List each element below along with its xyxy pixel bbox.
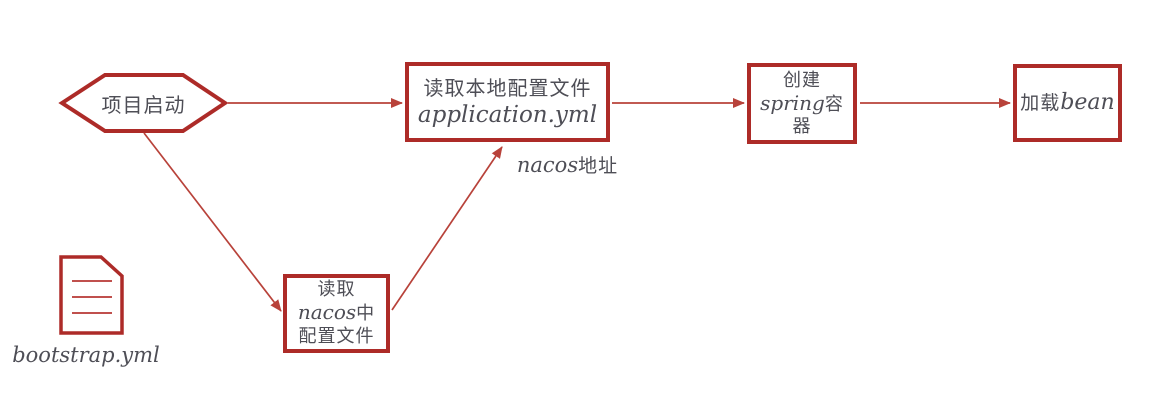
start-node-label: 项目启动 [101,93,186,117]
nacos-note-cjk: 地址 [578,155,619,177]
bootstrap-yml-filename: bootstrap.yml [12,342,160,367]
read-nacos-line1: 读取 [317,278,356,300]
nacos-note-latin: nacos [516,152,579,177]
create-spring-line2: spring容 [760,92,844,116]
document-icon-outline [59,255,124,335]
load-bean-cjk: 加载 [1020,92,1061,114]
document-icon [59,255,124,335]
nacos-word: nacos [297,300,357,325]
in-char: 中 [356,303,376,325]
arrow-read-nacos-to-read-local [391,146,503,311]
read-nacos-config-node: 读取 nacos中 配置文件 [283,274,390,353]
create-spring-container-node: 创建 spring容 器 [747,63,857,144]
load-bean-node: 加载bean [1013,64,1122,142]
arrow-start-to-read-nacos [143,132,282,312]
load-bean-label: 加载bean [1020,91,1114,115]
create-spring-line1: 创建 [783,69,821,91]
container-char: 容 [824,93,844,115]
read-local-config-title: 读取本地配置文件 [423,76,592,100]
spring-word: spring [760,90,825,115]
read-local-config-node: 读取本地配置文件 application.yml [405,62,610,142]
read-nacos-line2: nacos中 [298,301,375,326]
create-spring-line3: 器 [792,115,812,137]
load-bean-latin: bean [1060,90,1115,115]
start-hexagon-shape [58,73,229,133]
application-yml-filename: application.yml [417,102,598,128]
read-nacos-line3: 配置文件 [298,325,375,347]
